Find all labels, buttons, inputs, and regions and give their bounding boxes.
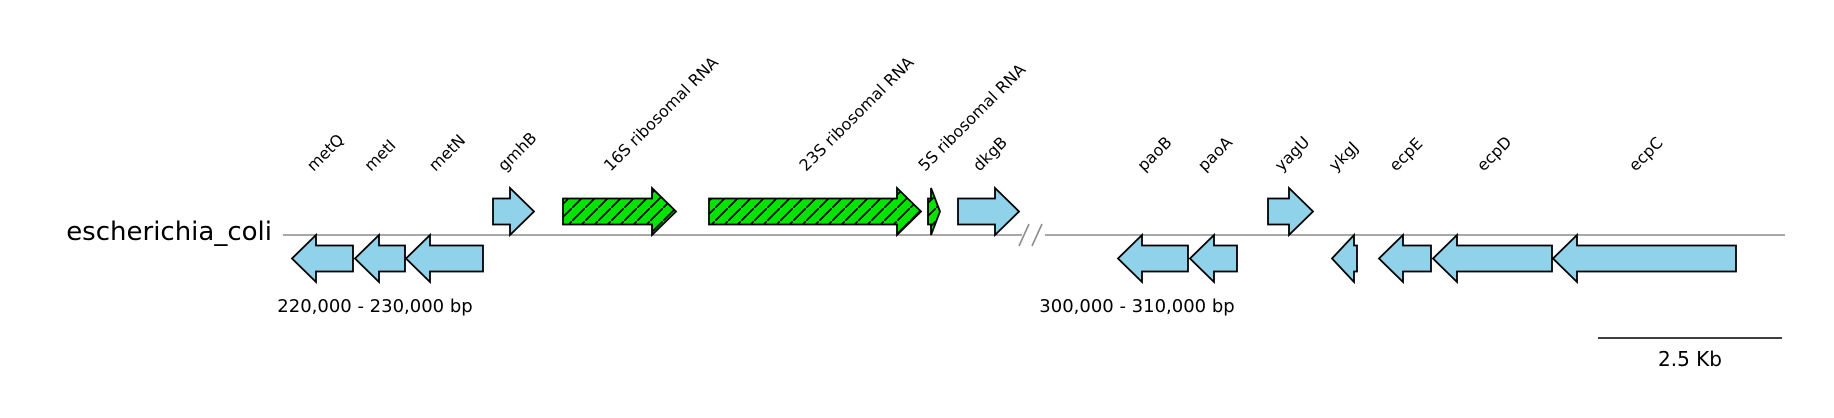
- gene-arrow-5S-ribosomal-RNA: [927, 187, 941, 236]
- gene-label-16S-ribosomal-RNA: 16S ribosomal RNA: [600, 53, 722, 175]
- gene-arrow-ecpC: [1551, 232, 1737, 285]
- gene-arrow-gmhB: [492, 185, 536, 238]
- gene-arrow-23S-ribosomal-RNA: [708, 185, 923, 238]
- region-caption-right: 300,000 - 310,000 bp: [1039, 296, 1234, 317]
- gene-label-metQ: metQ: [303, 130, 348, 175]
- gene-label-paoB: paoB: [1133, 133, 1175, 175]
- gene-label-ecpC: ecpC: [1625, 133, 1667, 175]
- gene-arrow-16S-ribosomal-RNA: [562, 185, 678, 238]
- axis-break-slash: [1031, 223, 1043, 247]
- gene-arrow-ecpE: [1377, 232, 1432, 285]
- gene-label-gmhB: gmhB: [494, 128, 541, 175]
- region-caption-left: 220,000 - 230,000 bp: [277, 296, 472, 317]
- gene-label-ecpE: ecpE: [1385, 134, 1426, 175]
- gene-arrow-metN: [404, 232, 484, 285]
- gene-arrow-yagU: [1267, 185, 1315, 238]
- gene-arrow-ykgJ: [1330, 232, 1358, 285]
- gene-label-metN: metN: [425, 131, 469, 175]
- gene-label-ykgJ: ykgJ: [1325, 138, 1362, 175]
- axis-break-slash: [1018, 223, 1030, 247]
- gene-arrows: [290, 185, 1737, 285]
- gene-label-23S-ribosomal-RNA: 23S ribosomal RNA: [795, 53, 917, 175]
- organism-label: escherichia_coli: [66, 217, 272, 247]
- gene-arrow-metI: [353, 232, 406, 285]
- gene-label-ecpD: ecpD: [1473, 132, 1516, 175]
- gene-arrow-paoB: [1116, 232, 1189, 285]
- gene-label-dkgB: dkgB: [969, 133, 1011, 175]
- scale-bar-label: 2.5 Kb: [1658, 347, 1722, 371]
- gene-label-paoA: paoA: [1194, 133, 1236, 175]
- gene-label-metI: metI: [360, 136, 399, 175]
- gene-arrow-dkgB: [957, 185, 1021, 238]
- gene-arrow-paoA: [1188, 232, 1238, 285]
- gene-label-yagU: yagU: [1271, 132, 1314, 175]
- gene-labels: metQ metI metN gmhB 16S ribosomal RNA 23S rib…: [303, 53, 1667, 175]
- gene-arrow-metQ: [290, 232, 354, 285]
- genome-axis: [283, 223, 1785, 247]
- gene-arrow-ecpD: [1431, 232, 1553, 285]
